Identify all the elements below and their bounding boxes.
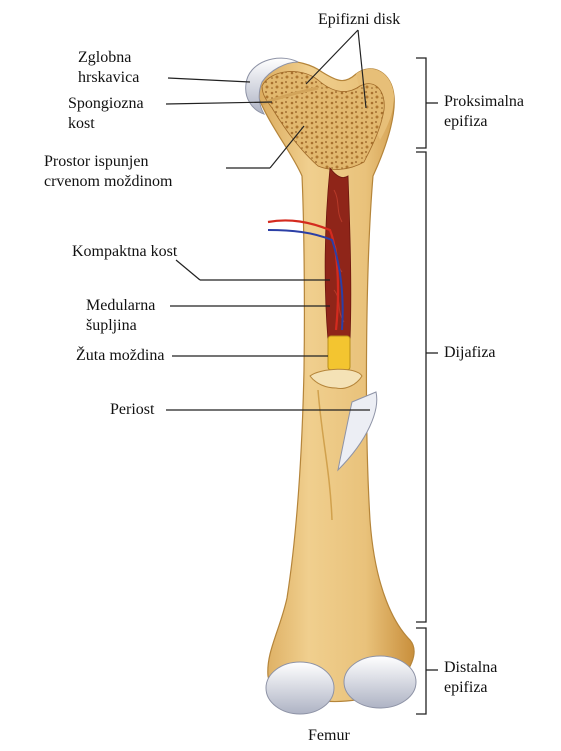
- lateral-condyle-cartilage: [344, 656, 416, 708]
- yellow-marrow: [328, 336, 350, 370]
- label-spongy-bone: Spongiozna kost: [68, 94, 144, 134]
- label-medullary-cavity: Medularna šupljina: [86, 296, 155, 336]
- label-red-marrow-space: Prostor ispunjen crvenom moždinom: [44, 152, 172, 192]
- label-articular-cartilage: Zglobna hrskavica: [78, 48, 139, 88]
- diagram-title: Femur: [308, 726, 350, 746]
- region-brackets: [416, 58, 438, 714]
- label-epiphyseal-disc: Epifizni disk: [318, 10, 400, 30]
- medial-condyle-cartilage: [266, 662, 334, 714]
- label-diaphysis: Dijafiza: [444, 343, 496, 363]
- label-compact-bone: Kompaktna kost: [72, 242, 177, 262]
- label-proximal-epiphysis: Proksimalna epifiza: [444, 92, 524, 132]
- label-periosteum: Periost: [110, 400, 154, 420]
- label-distal-epiphysis: Distalna epifiza: [444, 658, 497, 698]
- label-yellow-marrow: Žuta moždina: [76, 346, 164, 366]
